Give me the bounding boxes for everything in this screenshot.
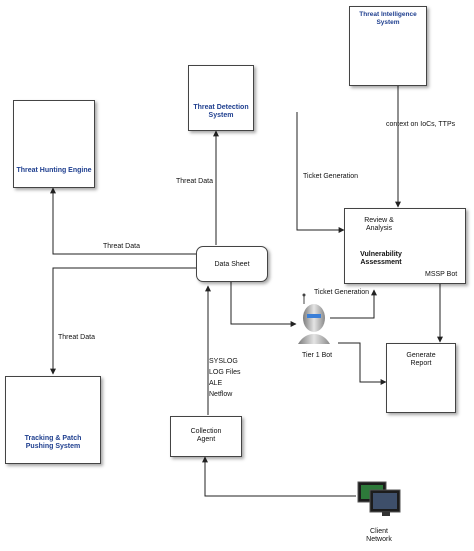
threat-detection-node[interactable]: Threat Detection System — [188, 65, 254, 131]
data-sheet-label: Data Sheet — [214, 261, 250, 268]
data-sheet-node[interactable]: Data Sheet — [196, 246, 268, 282]
context-edge-label: context on IoCs, TTPs — [386, 121, 456, 128]
vulnerability-assessment-label: Vulnerability Assessment — [360, 251, 402, 266]
edge-tier1-to-report — [338, 342, 387, 385]
mssp-bot-label: MSSP Bot — [425, 271, 458, 278]
edge-detection-to-review — [296, 112, 345, 233]
threat-detection-label: Threat Detection System — [193, 104, 249, 119]
threat-data-up-label: Threat Data — [176, 178, 213, 185]
generate-report-label: Generate Report — [406, 352, 436, 367]
edge-network-to-agent — [202, 456, 356, 497]
threat-intelligence-node[interactable]: Threat Intelligence System — [349, 6, 427, 86]
ticket-generation-top-label: Ticket Generation — [303, 173, 358, 180]
log-source-item: SYSLOG — [209, 358, 238, 365]
edge-datasheet-to-tracking — [50, 267, 197, 375]
tracking-patch-node[interactable]: Tracking & Patch Pushing System — [5, 376, 101, 464]
threat-hunting-label: Threat Hunting Engine — [16, 167, 92, 174]
log-source-item: Netflow — [209, 391, 233, 398]
generate-report-node[interactable]: Generate Report — [386, 343, 456, 413]
edge-datasheet-to-tier1 — [230, 282, 297, 327]
tracking-patch-label: Tracking & Patch Pushing System — [24, 435, 82, 450]
tier1-bot-label: Tier 1 Bot — [302, 352, 333, 359]
ticket-generation-tier1-label: Ticket Generation — [314, 289, 369, 296]
log-source-item: LOG Files — [209, 369, 241, 376]
log-source-item: ALE — [209, 380, 223, 387]
log-sources-list: SYSLOG LOG Files ALE Netflow — [209, 356, 241, 400]
client-network-label: Client Network — [366, 528, 392, 543]
edge-tier1-to-review — [330, 289, 377, 319]
collection-agent-node[interactable]: Collection Agent — [170, 416, 242, 457]
threat-hunting-node[interactable]: Threat Hunting Engine — [13, 100, 95, 188]
edge-datasheet-to-hunting — [50, 187, 197, 255]
threat-intelligence-label: Threat Intelligence System — [359, 11, 417, 26]
computer-network-icon — [357, 481, 401, 516]
review-analysis-label: Review & Analysis — [364, 217, 394, 232]
tier1-bot-icon — [298, 293, 330, 344]
threat-data-down-label: Threat Data — [58, 334, 95, 341]
threat-data-left-label: Threat Data — [103, 243, 140, 250]
review-analysis-node[interactable]: Review & Analysis Vulnerability Assessme… — [344, 208, 466, 284]
collection-agent-label: Collection Agent — [190, 428, 222, 443]
